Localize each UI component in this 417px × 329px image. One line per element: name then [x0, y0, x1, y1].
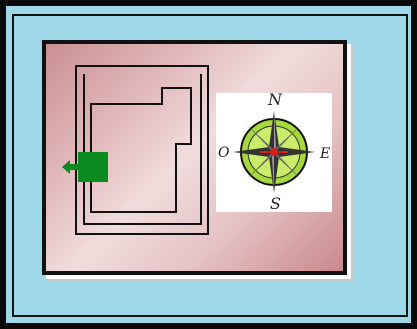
- compass-east-label: E: [319, 146, 330, 162]
- compass-star-icon: [233, 111, 315, 193]
- compass-rose: N S O E: [216, 93, 332, 212]
- compass-south-label: S: [270, 194, 281, 212]
- maze-inner-wall: [91, 88, 191, 212]
- compass-north-label: N: [267, 93, 283, 109]
- player-block[interactable]: [78, 152, 108, 182]
- compass-west-label: O: [218, 145, 230, 161]
- maze-middle-wall: [84, 74, 201, 224]
- maze-outer-wall: [76, 66, 208, 234]
